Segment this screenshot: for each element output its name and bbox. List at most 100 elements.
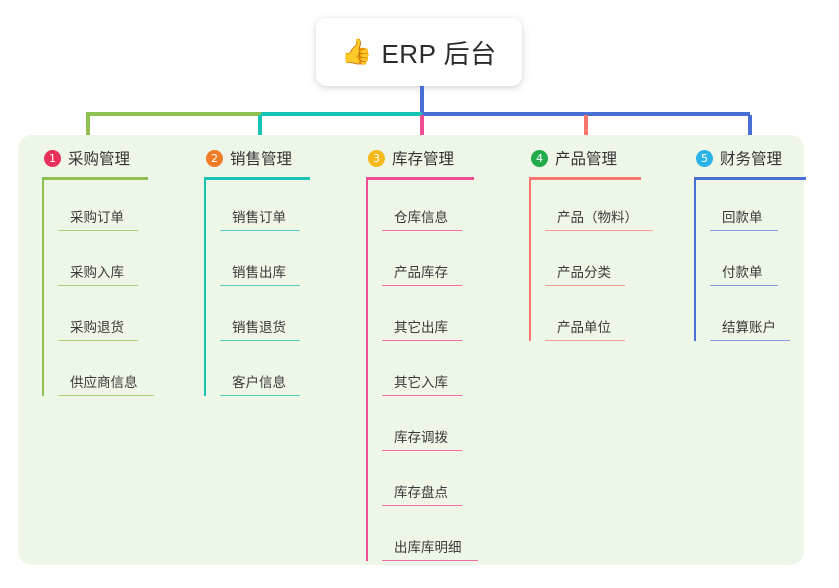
leaf-item-underline bbox=[710, 339, 790, 341]
thumbs-up-icon: 👍 bbox=[341, 37, 373, 66]
branch-number-badge: 2 bbox=[206, 149, 223, 167]
branch-title: 销售管理 bbox=[230, 151, 293, 168]
branch-column-1: 1 采购管理采购订单采购入库采购退货供应商信息 bbox=[42, 145, 154, 400]
leaf-item-label: 销售出库 bbox=[232, 265, 286, 280]
branch-underline bbox=[694, 177, 806, 180]
branch-column-3: 3 库存管理仓库信息产品库存其它出库其它入库库存调拨库存盘点出库库明细 bbox=[366, 145, 478, 565]
leaf-item-underline bbox=[58, 229, 138, 231]
leaf-item[interactable]: 采购入库 bbox=[58, 235, 148, 290]
leaf-item-underline bbox=[710, 229, 778, 231]
branch-underline bbox=[42, 177, 148, 180]
branch-spine bbox=[42, 180, 44, 396]
leaf-item-underline bbox=[58, 394, 154, 396]
branches-panel: 1 采购管理采购订单采购入库采购退货供应商信息 2 销售管理销售订单销售出库销售退货客… bbox=[18, 135, 806, 565]
leaf-item[interactable]: 库存调拨 bbox=[382, 400, 474, 455]
leaf-item-label: 回款单 bbox=[722, 210, 763, 225]
branch-items-4: 产品（物料） 产品分类产品单位 bbox=[529, 180, 653, 345]
leaf-item[interactable]: 销售订单 bbox=[220, 180, 310, 235]
drop-connector-3 bbox=[420, 115, 424, 137]
drop-connector-4 bbox=[584, 115, 588, 137]
leaf-item[interactable]: 产品（物料） bbox=[545, 180, 653, 235]
leaf-item-label: 供应商信息 bbox=[70, 375, 138, 390]
branch-title: 采购管理 bbox=[68, 151, 131, 168]
branch-items-2: 销售订单销售出库销售退货客户信息 bbox=[204, 180, 310, 400]
leaf-item[interactable]: 产品分类 bbox=[545, 235, 641, 290]
leaf-item-label: 结算账户 bbox=[722, 320, 776, 335]
branch-underline bbox=[204, 177, 310, 180]
branch-header-4[interactable]: 4 产品管理 bbox=[529, 145, 641, 171]
branch-items-1: 采购订单采购入库采购退货供应商信息 bbox=[42, 180, 154, 400]
leaf-item[interactable]: 出库库明细 bbox=[382, 510, 478, 565]
leaf-item-label: 产品分类 bbox=[557, 265, 611, 280]
leaf-item-label: 库存调拨 bbox=[394, 430, 448, 445]
leaf-item-label: 销售订单 bbox=[232, 210, 286, 225]
branch-header-2[interactable]: 2 销售管理 bbox=[204, 145, 310, 171]
leaf-item-label: 客户信息 bbox=[232, 375, 286, 390]
leaf-item-underline bbox=[382, 339, 462, 341]
leaf-item[interactable]: 其它出库 bbox=[382, 290, 474, 345]
branch-spine bbox=[529, 180, 531, 341]
leaf-item-label: 仓库信息 bbox=[394, 210, 448, 225]
leaf-item[interactable]: 采购订单 bbox=[58, 180, 148, 235]
leaf-item-label: 采购入库 bbox=[70, 265, 124, 280]
leaf-item-underline bbox=[220, 339, 300, 341]
leaf-item[interactable]: 仓库信息 bbox=[382, 180, 474, 235]
branch-items-3: 仓库信息产品库存其它出库其它入库库存调拨库存盘点出库库明细 bbox=[366, 180, 478, 565]
branch-column-2: 2 销售管理销售订单销售出库销售退货客户信息 bbox=[204, 145, 310, 400]
branch-header-3[interactable]: 3 库存管理 bbox=[366, 145, 474, 171]
leaf-item-label: 产品单位 bbox=[557, 320, 611, 335]
leaf-item-underline bbox=[58, 339, 138, 341]
branch-title: 库存管理 bbox=[392, 151, 455, 168]
leaf-item-underline bbox=[545, 229, 653, 231]
leaf-item[interactable]: 付款单 bbox=[710, 235, 806, 290]
bus-segment-3 bbox=[422, 112, 750, 116]
leaf-item-label: 产品（物料） bbox=[557, 210, 638, 225]
branch-spine bbox=[366, 180, 368, 561]
leaf-item-underline bbox=[545, 284, 625, 286]
branch-underline bbox=[529, 177, 641, 180]
leaf-item-label: 销售退货 bbox=[232, 320, 286, 335]
leaf-item-label: 采购订单 bbox=[70, 210, 124, 225]
leaf-item-label: 采购退货 bbox=[70, 320, 124, 335]
branch-items-5: 回款单付款单结算账户 bbox=[694, 180, 806, 345]
leaf-item-label: 其它出库 bbox=[394, 320, 448, 335]
leaf-item-underline bbox=[58, 284, 138, 286]
leaf-item-underline bbox=[220, 284, 300, 286]
leaf-item[interactable]: 供应商信息 bbox=[58, 345, 154, 400]
leaf-item-underline bbox=[382, 229, 462, 231]
root-node-title: ERP 后台 bbox=[381, 38, 497, 69]
root-node-card[interactable]: 👍 ERP 后台 bbox=[316, 18, 522, 86]
bus-segment-1 bbox=[86, 112, 261, 116]
leaf-item[interactable]: 回款单 bbox=[710, 180, 806, 235]
drop-connector-5 bbox=[748, 115, 752, 137]
leaf-item-label: 付款单 bbox=[722, 265, 763, 280]
branch-underline bbox=[366, 177, 474, 180]
leaf-item[interactable]: 产品库存 bbox=[382, 235, 474, 290]
branch-header-1[interactable]: 1 采购管理 bbox=[42, 145, 148, 171]
leaf-item-underline bbox=[220, 394, 300, 396]
branch-number-badge: 4 bbox=[531, 149, 548, 167]
leaf-item-underline bbox=[710, 284, 778, 286]
leaf-item[interactable]: 采购退货 bbox=[58, 290, 148, 345]
leaf-item[interactable]: 其它入库 bbox=[382, 345, 474, 400]
trunk-connector bbox=[420, 86, 424, 115]
leaf-item[interactable]: 客户信息 bbox=[220, 345, 310, 400]
leaf-item-underline bbox=[382, 559, 478, 561]
drop-connector-1 bbox=[86, 115, 90, 137]
leaf-item[interactable]: 结算账户 bbox=[710, 290, 806, 345]
leaf-item[interactable]: 销售退货 bbox=[220, 290, 310, 345]
branch-number-badge: 1 bbox=[44, 149, 61, 167]
branch-column-4: 4 产品管理产品（物料） 产品分类产品单位 bbox=[529, 145, 653, 345]
bus-segment-2 bbox=[261, 112, 422, 116]
branch-spine bbox=[694, 180, 696, 341]
branch-title: 财务管理 bbox=[720, 151, 783, 168]
leaf-item[interactable]: 销售出库 bbox=[220, 235, 310, 290]
leaf-item[interactable]: 产品单位 bbox=[545, 290, 641, 345]
leaf-item[interactable]: 库存盘点 bbox=[382, 455, 474, 510]
branch-title: 产品管理 bbox=[555, 151, 618, 168]
drop-connector-2 bbox=[258, 115, 262, 137]
branch-number-badge: 3 bbox=[368, 149, 385, 167]
